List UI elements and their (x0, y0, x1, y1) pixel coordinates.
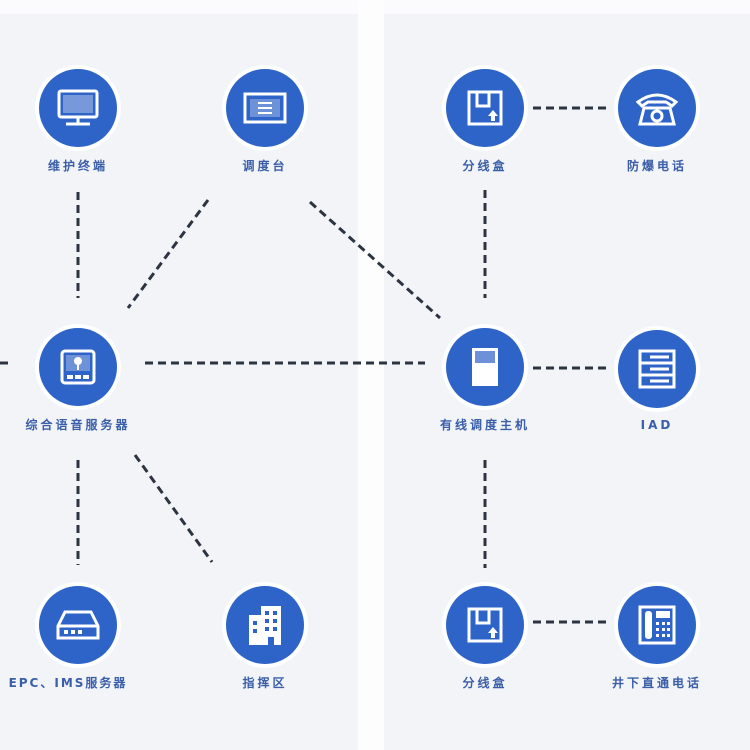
monitor-icon (39, 69, 117, 147)
link-server-command (133, 454, 214, 563)
node-label: 维护终端 (47, 159, 108, 173)
node-label: IAD (640, 418, 674, 432)
server-icon (39, 586, 117, 664)
node-iad[interactable]: IAD (587, 330, 727, 432)
console-icon (226, 69, 304, 147)
desk-phone-icon (618, 586, 696, 664)
panel-divider (358, 0, 384, 750)
node-label: 调度台 (242, 159, 288, 173)
node-label: 指挥区 (242, 676, 288, 690)
node-voice-server[interactable]: 综合语音服务器 (8, 328, 148, 433)
node-maintenance-terminal[interactable]: 维护终端 (8, 69, 148, 174)
node-underground-phone[interactable]: 井下直通电话 (587, 586, 727, 691)
node-label: 有线调度主机 (439, 418, 530, 432)
node-label: 综合语音服务器 (25, 418, 131, 432)
node-label: 分线盒 (462, 676, 508, 690)
node-label: 防爆电话 (626, 159, 687, 173)
node-explosion-proof-phone[interactable]: 防爆电话 (587, 69, 727, 174)
node-junction-box-top[interactable]: 分线盒 (415, 69, 555, 174)
node-command-area[interactable]: 指挥区 (195, 586, 335, 691)
node-label: EPC、IMS服务器 (8, 676, 128, 690)
node-label: 分线盒 (462, 159, 508, 173)
rack-icon (618, 330, 696, 408)
link-console-server (126, 199, 210, 309)
node-epc-ims-server[interactable]: EPC、IMS服务器 (8, 586, 148, 691)
node-label: 井下直通电话 (611, 676, 702, 690)
junction-box-icon (446, 586, 524, 664)
building-icon (226, 586, 304, 664)
node-dispatch-console[interactable]: 调度台 (195, 69, 335, 174)
node-wired-dispatch-host[interactable]: 有线调度主机 (415, 328, 555, 433)
link-console-host (309, 200, 441, 320)
voice-server-icon (39, 328, 117, 406)
node-junction-box-bottom[interactable]: 分线盒 (415, 586, 555, 691)
cabinet-icon (446, 328, 524, 406)
junction-box-icon (446, 69, 524, 147)
telephone-icon (618, 69, 696, 147)
